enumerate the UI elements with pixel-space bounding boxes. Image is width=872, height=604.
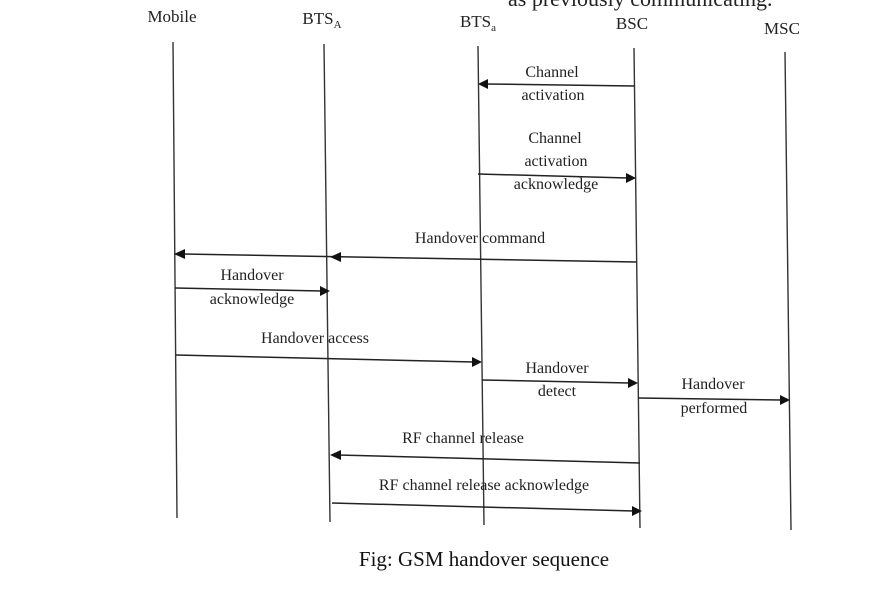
arrowhead-handover-access: [472, 357, 482, 367]
label-channel-activation-ack-2: activation: [524, 153, 587, 170]
arrow-rf-channel-release-ack: [331, 502, 635, 512]
label-channel-activation-ack-1: Channel: [528, 130, 582, 147]
label-rf-channel-release-ack: RF channel release acknowledge: [379, 477, 589, 494]
lifeline-msc: [784, 51, 792, 531]
arrow-channel-activation: [485, 83, 635, 87]
participant-label-msc: MSC: [764, 19, 800, 38]
participant-label-bts-a: BTSA: [302, 9, 341, 31]
label-channel-activation-ack-3: acknowledge: [514, 176, 598, 193]
arrow-handover-performed: [637, 397, 783, 401]
clipped-header-text: as previously communicating.: [508, 0, 773, 11]
lifeline-bts-a: [323, 43, 331, 523]
arrowhead-handover-ack: [320, 286, 330, 296]
label-handover-ack-1: Handover: [220, 267, 284, 284]
lifeline-mobile: [172, 41, 178, 519]
lifeline-bts-b: [477, 45, 485, 526]
arrowhead-channel-activation-ack: [626, 173, 636, 183]
label-handover-command: Handover command: [415, 230, 545, 247]
label-handover-performed-1: Handover: [681, 376, 745, 393]
arrow-channel-activation-ack: [477, 173, 629, 179]
participant-label-bts-b: BTSa: [460, 12, 496, 34]
arrowhead-handover-performed: [780, 395, 790, 405]
label-handover-ack-2: acknowledge: [210, 291, 294, 308]
participant-label-mobile: Mobile: [147, 7, 196, 26]
participant-label-bsc: BSC: [616, 14, 648, 33]
arrow-handover-access: [175, 354, 475, 363]
figure-caption: Fig: GSM handover sequence: [359, 547, 609, 571]
label-handover-detect-1: Handover: [525, 360, 589, 377]
label-handover-access: Handover access: [261, 330, 369, 347]
label-channel-activation-1: Channel: [525, 64, 579, 81]
label-handover-performed-2: performed: [681, 400, 748, 417]
arrowhead-handover-command-bts-a: [330, 252, 341, 262]
arrow-handover-ack: [174, 287, 323, 292]
arrowhead-handover-command-mobile: [174, 249, 185, 259]
arrow-rf-channel-release: [337, 454, 641, 464]
arrow-handover-detect: [481, 379, 631, 384]
arrow-handover-command: [181, 253, 637, 263]
label-rf-channel-release: RF channel release: [402, 430, 524, 447]
arrowhead-rf-channel-release-ack: [632, 506, 642, 516]
arrowhead-rf-channel-release: [330, 450, 341, 460]
label-handover-detect-2: detect: [538, 383, 577, 400]
lifeline-bsc: [633, 47, 641, 529]
arrowhead-handover-detect: [628, 378, 638, 388]
label-channel-activation-2: activation: [521, 87, 584, 104]
arrowhead-channel-activation: [478, 79, 488, 89]
